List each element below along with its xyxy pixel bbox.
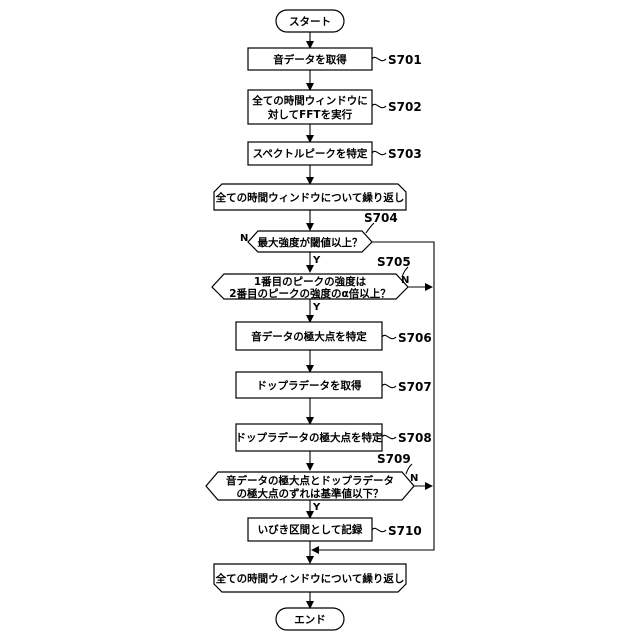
s705-label-line2: 2番目のピークの強度のα倍以上？ xyxy=(229,287,391,300)
leader-s702 xyxy=(372,104,386,107)
leader-s708 xyxy=(382,435,396,438)
process-s702: 全ての時間ウィンドウに 対してFFTを実行 xyxy=(248,90,372,124)
step-s702: S702 xyxy=(388,100,422,114)
end-terminal: エンド xyxy=(276,608,344,630)
step-s710: S710 xyxy=(388,524,422,538)
leader-s701 xyxy=(372,57,386,60)
loop-end-label: 全ての時間ウィンドウについて繰り返し xyxy=(215,572,405,585)
process-s710: いびき区間として記録 xyxy=(248,518,372,541)
s709-label-line1: 音データの極大点とドップラデータ xyxy=(226,474,394,487)
s701-label: 音データを取得 xyxy=(273,53,347,66)
branch-no-s704: N xyxy=(240,233,248,244)
decision-s705: 1番目のピークの強度は 2番目のピークの強度のα倍以上？ xyxy=(212,274,408,300)
s709-label-line2: の極大点のずれは基準値以下？ xyxy=(237,487,384,500)
s704-label: 最大強度が閾値以上？ xyxy=(258,236,363,249)
s706-label: 音データの極大点を特定 xyxy=(251,330,367,343)
loop-end: 全ての時間ウィンドウについて繰り返し xyxy=(214,564,406,592)
process-s706: 音データの極大点を特定 xyxy=(236,322,382,350)
end-label: エンド xyxy=(294,614,326,626)
step-s705: S705 xyxy=(377,255,411,269)
process-s703: スペクトルピークを特定 xyxy=(248,142,372,165)
branch-yes-s709: Y xyxy=(312,502,321,513)
process-s707: ドップラデータを取得 xyxy=(236,372,382,398)
s710-label: いびき区間として記録 xyxy=(258,523,363,536)
s705-label-line1: 1番目のピークの強度は xyxy=(254,275,367,288)
step-s707: S707 xyxy=(398,380,432,394)
branch-yes-s704: Y xyxy=(312,255,321,266)
loop-start-label: 全ての時間ウィンドウについて繰り返し xyxy=(215,191,405,204)
decision-s704: 最大強度が閾値以上？ xyxy=(248,231,372,252)
s702-label-line1: 全ての時間ウィンドウに xyxy=(251,94,368,107)
branch-no-s709: N xyxy=(410,473,418,484)
step-s709: S709 xyxy=(377,452,411,466)
s702-label-line2: 対してFFTを実行 xyxy=(267,108,353,121)
leader-s703 xyxy=(372,151,386,154)
leader-s707 xyxy=(382,384,396,387)
start-terminal: スタート xyxy=(276,10,344,32)
loop-start: 全ての時間ウィンドウについて繰り返し xyxy=(214,184,406,210)
step-s703: S703 xyxy=(388,147,422,161)
s707-label: ドップラデータを取得 xyxy=(257,379,362,392)
branch-yes-s705: Y xyxy=(312,302,321,313)
process-s701: 音データを取得 xyxy=(248,48,372,70)
step-s708: S708 xyxy=(398,431,432,445)
s708-label: ドップラデータの極大点を特定 xyxy=(236,431,383,444)
step-s701: S701 xyxy=(388,53,422,67)
start-label: スタート xyxy=(289,16,331,28)
leader-s710 xyxy=(372,528,386,531)
leader-s706 xyxy=(382,335,396,338)
step-s704: S704 xyxy=(364,211,398,225)
step-s706: S706 xyxy=(398,331,432,345)
process-s708: ドップラデータの極大点を特定 xyxy=(236,424,383,451)
s703-label: スペクトルピークを特定 xyxy=(253,147,368,160)
branch-no-s705: N xyxy=(401,275,409,286)
decision-s709: 音データの極大点とドップラデータ の極大点のずれは基準値以下？ xyxy=(206,472,414,500)
